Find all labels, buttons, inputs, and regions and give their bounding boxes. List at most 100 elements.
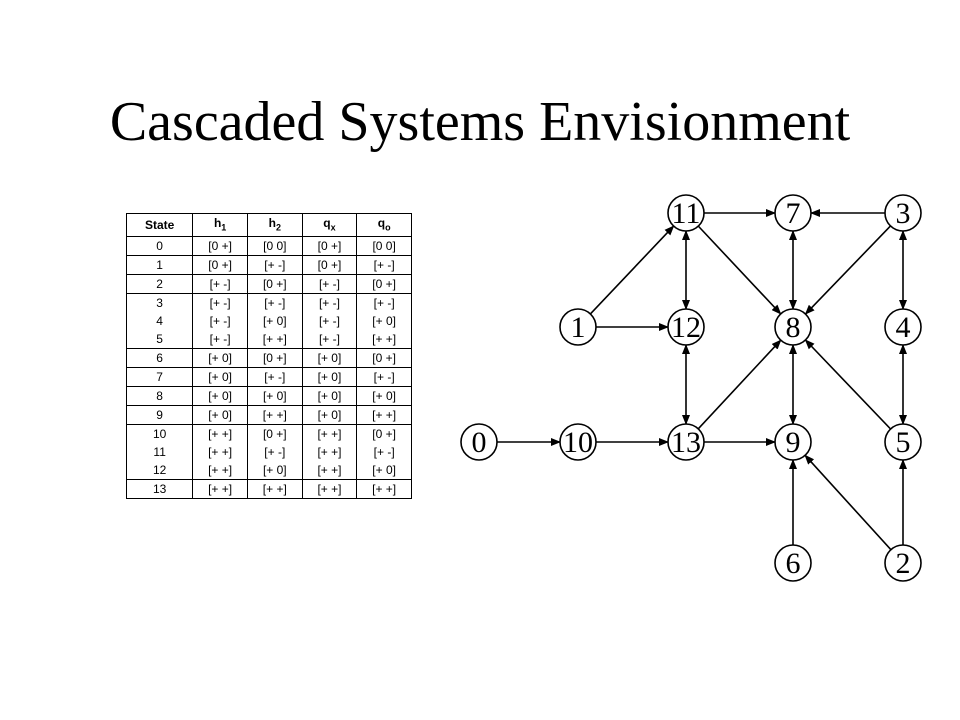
node-label: 2 — [896, 547, 911, 580]
node-label: 7 — [786, 197, 801, 230]
table-cell-h2: [0 +] — [246, 424, 303, 444]
table-cell-h2: [+ 0] — [246, 386, 303, 406]
node-label: 13 — [671, 426, 701, 459]
table-cell-h2: [+ -] — [246, 293, 303, 313]
state-node-13: 13 — [667, 423, 705, 461]
table-cell-state: 10 — [125, 424, 194, 444]
table-cell-h1: [+ +] — [192, 443, 248, 462]
table-cell-h1: [+ +] — [192, 461, 248, 480]
state-node-1: 1 — [559, 308, 597, 346]
table-cell-qo: [0 +] — [356, 348, 412, 368]
table-cell-state: 1 — [125, 255, 194, 275]
table-cell-qo: [+ +] — [356, 479, 412, 500]
table-cell-h2: [+ +] — [246, 330, 303, 349]
table-cell-h2: [0 0] — [246, 236, 303, 256]
table-cell-qx: [+ -] — [301, 330, 358, 349]
table-row: 9[+ 0][+ +][+ 0][+ +] — [125, 405, 412, 425]
table-cell-h1: [+ 0] — [192, 348, 248, 368]
table-cell-qo: [+ 0] — [356, 461, 412, 480]
header-state: State — [125, 212, 194, 238]
table-cell-state: 5 — [125, 330, 194, 349]
table-cell-h2: [0 +] — [246, 348, 303, 368]
node-circle — [460, 423, 498, 461]
table-row: 5[+ -][+ +][+ -][+ +] — [125, 330, 412, 349]
table-cell-qo: [+ -] — [356, 293, 412, 313]
edge-1-11 — [589, 225, 675, 315]
table-cell-h2: [+ -] — [246, 443, 303, 462]
node-circle — [884, 308, 922, 346]
state-node-9: 9 — [774, 423, 812, 461]
state-node-11: 11 — [667, 194, 705, 232]
table-row: 1[0 +][+ -][0 +][+ -] — [125, 255, 412, 275]
header-h2: h2 — [246, 212, 303, 238]
node-circle — [774, 423, 812, 461]
table-cell-qx: [+ +] — [301, 424, 358, 444]
table-cell-qo: [0 0] — [356, 236, 412, 256]
table-cell-h1: [+ +] — [192, 479, 248, 500]
edge-2-9 — [804, 454, 892, 551]
edge-3-8 — [804, 225, 892, 315]
table-body: 0[0 +][0 0][0 +][0 0]1[0 +][+ -][0 +][+ … — [125, 236, 412, 500]
table-cell-h1: [+ 0] — [192, 405, 248, 425]
table-cell-h2: [+ +] — [246, 479, 303, 500]
header-qx: qx — [301, 212, 358, 238]
state-node-7: 7 — [774, 194, 812, 232]
node-circle — [667, 423, 705, 461]
table-row: 6[+ 0][0 +][+ 0][0 +] — [125, 348, 412, 368]
table-cell-h2: [+ -] — [246, 255, 303, 275]
table-cell-h1: [+ +] — [192, 424, 248, 444]
node-circle — [774, 308, 812, 346]
state-node-12: 12 — [667, 308, 705, 346]
node-label: 6 — [786, 547, 801, 580]
table-cell-state: 9 — [125, 405, 194, 425]
state-node-10: 10 — [559, 423, 597, 461]
table-cell-qo: [+ +] — [356, 330, 412, 349]
state-node-0: 0 — [460, 423, 498, 461]
edge-11-8 — [697, 225, 782, 315]
state-node-5: 5 — [884, 423, 922, 461]
edge-5-8 — [804, 339, 892, 430]
table-cell-qo: [+ -] — [356, 367, 412, 387]
table-cell-qo: [+ -] — [356, 443, 412, 462]
table-cell-h1: [+ 0] — [192, 386, 248, 406]
table-row: 4[+ -][+ 0][+ -][+ 0] — [125, 312, 412, 331]
table-cell-qo: [0 +] — [356, 424, 412, 444]
table-cell-h2: [+ -] — [246, 367, 303, 387]
table-cell-qo: [+ +] — [356, 405, 412, 425]
table-row: 12[+ +][+ 0][+ +][+ 0] — [125, 461, 412, 480]
table-row: 8[+ 0][+ 0][+ 0][+ 0] — [125, 386, 412, 406]
table-cell-qx: [+ +] — [301, 479, 358, 500]
node-circle — [559, 308, 597, 346]
table-cell-state: 4 — [125, 312, 194, 331]
table-cell-qo: [+ -] — [356, 255, 412, 275]
table-cell-state: 3 — [125, 293, 194, 313]
state-node-8: 8 — [774, 308, 812, 346]
node-label: 10 — [563, 426, 593, 459]
header-h1: h1 — [192, 212, 248, 238]
node-label: 1 — [571, 311, 586, 344]
state-node-6: 6 — [774, 544, 812, 582]
node-label: 9 — [786, 426, 801, 459]
table-cell-state: 13 — [125, 479, 194, 500]
table-cell-qo: [+ 0] — [356, 386, 412, 406]
node-label: 0 — [472, 426, 487, 459]
table-cell-h1: [+ 0] — [192, 367, 248, 387]
table-cell-qx: [+ +] — [301, 443, 358, 462]
table-cell-state: 0 — [125, 236, 194, 256]
table-cell-qx: [0 +] — [301, 255, 358, 275]
state-node-3: 3 — [884, 194, 922, 232]
table-row: 11[+ +][+ -][+ +][+ -] — [125, 443, 412, 462]
table-row: 10[+ +][0 +][+ +][0 +] — [125, 424, 412, 444]
table-cell-h2: [+ 0] — [246, 461, 303, 480]
node-circle — [884, 423, 922, 461]
table-cell-state: 2 — [125, 274, 194, 294]
node-label: 8 — [786, 311, 801, 344]
node-circle — [884, 194, 922, 232]
table-cell-qo: [0 +] — [356, 274, 412, 294]
table-cell-state: 6 — [125, 348, 194, 368]
table-cell-state: 11 — [125, 443, 194, 462]
node-circle — [884, 544, 922, 582]
table-row: 3[+ -][+ -][+ -][+ -] — [125, 293, 412, 313]
table-cell-state: 8 — [125, 386, 194, 406]
